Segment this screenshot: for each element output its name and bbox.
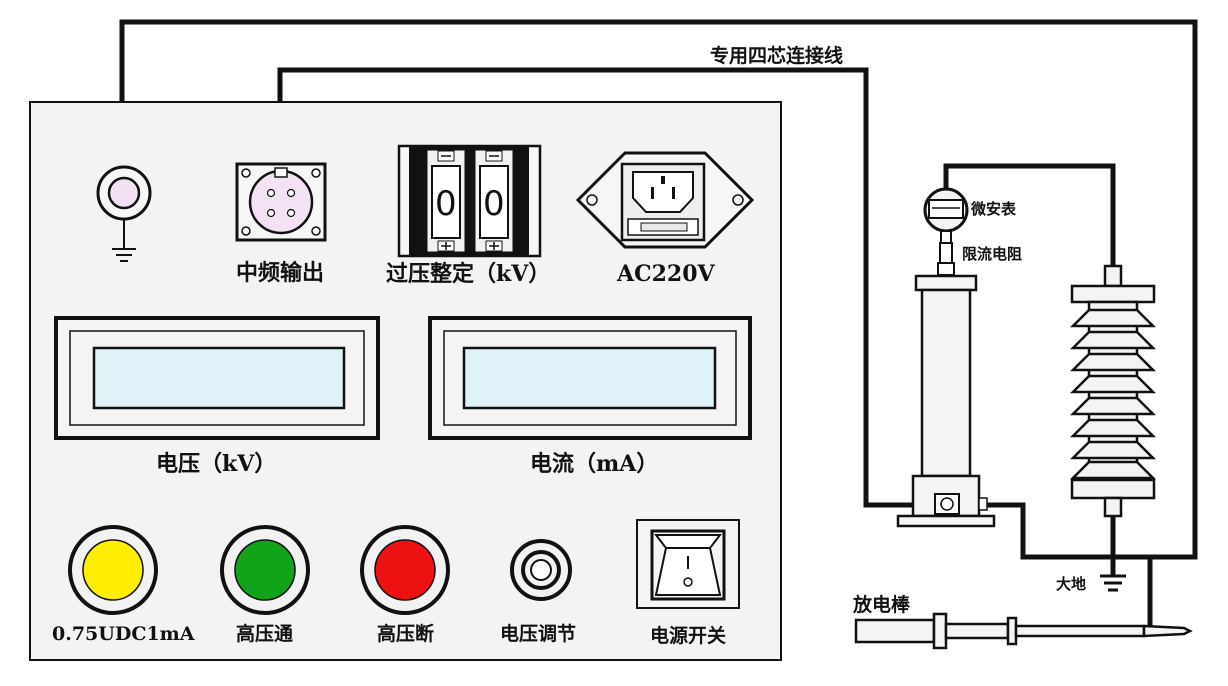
power-switch-label: 电源开关	[650, 624, 726, 647]
hv-transformer	[896, 274, 996, 528]
yellow-button[interactable]	[68, 525, 158, 615]
voltage-display	[54, 316, 380, 440]
current-display	[428, 316, 752, 440]
power-socket[interactable]	[575, 151, 755, 249]
power-socket-label: AC220V	[616, 261, 716, 287]
power-switch[interactable]	[636, 519, 740, 609]
high-voltage-off-label: 高压断	[377, 622, 434, 645]
microammeter-label: 微安表	[970, 200, 1017, 218]
thumbwheel-digit-2[interactable]: 0	[474, 149, 514, 253]
arrester	[1069, 264, 1157, 518]
plus-icon	[441, 242, 451, 250]
limiting-resistor	[937, 242, 955, 276]
plus-icon	[489, 242, 499, 250]
voltage-adjust-label: 电压调节	[500, 622, 576, 645]
discharge-rod	[854, 612, 1193, 650]
current-display-label: 电流（mA）	[530, 451, 658, 477]
overvoltage-digit-tens: 0	[435, 184, 457, 224]
high-voltage-on-button[interactable]	[220, 525, 310, 615]
overvoltage-setting-switch[interactable]: 0 0	[397, 144, 542, 258]
microammeter	[923, 187, 969, 244]
output-connector-label: 中频输出	[236, 260, 324, 286]
high-voltage-off-button[interactable]	[360, 525, 450, 615]
ground-label: 大地	[1056, 575, 1086, 593]
overvoltage-label: 过压整定（kV）	[386, 261, 550, 287]
discharge-rod-label: 放电棒	[852, 593, 911, 616]
ground-wire	[119, 19, 1198, 560]
voltage-display-label: 电压（kV）	[156, 451, 276, 477]
voltage-adjust-knob[interactable]	[510, 539, 572, 601]
thumbwheel-digit-1[interactable]: 0	[426, 149, 466, 253]
return-wire	[985, 502, 1150, 560]
wire-label: 专用四芯连接线	[710, 44, 843, 67]
output-connector[interactable]	[235, 162, 327, 242]
high-voltage-on-label: 高压通	[236, 622, 294, 645]
resistor-label: 限流电阻	[962, 245, 1022, 263]
ground-terminal[interactable]	[96, 165, 152, 262]
earth-ground-icon	[1100, 574, 1126, 592]
ground-symbol-icon	[112, 248, 136, 262]
yellow-button-label: 0.75UDC1mA	[52, 623, 195, 645]
overvoltage-digit-ones: 0	[483, 184, 505, 224]
hv-lead-top	[943, 163, 1116, 268]
